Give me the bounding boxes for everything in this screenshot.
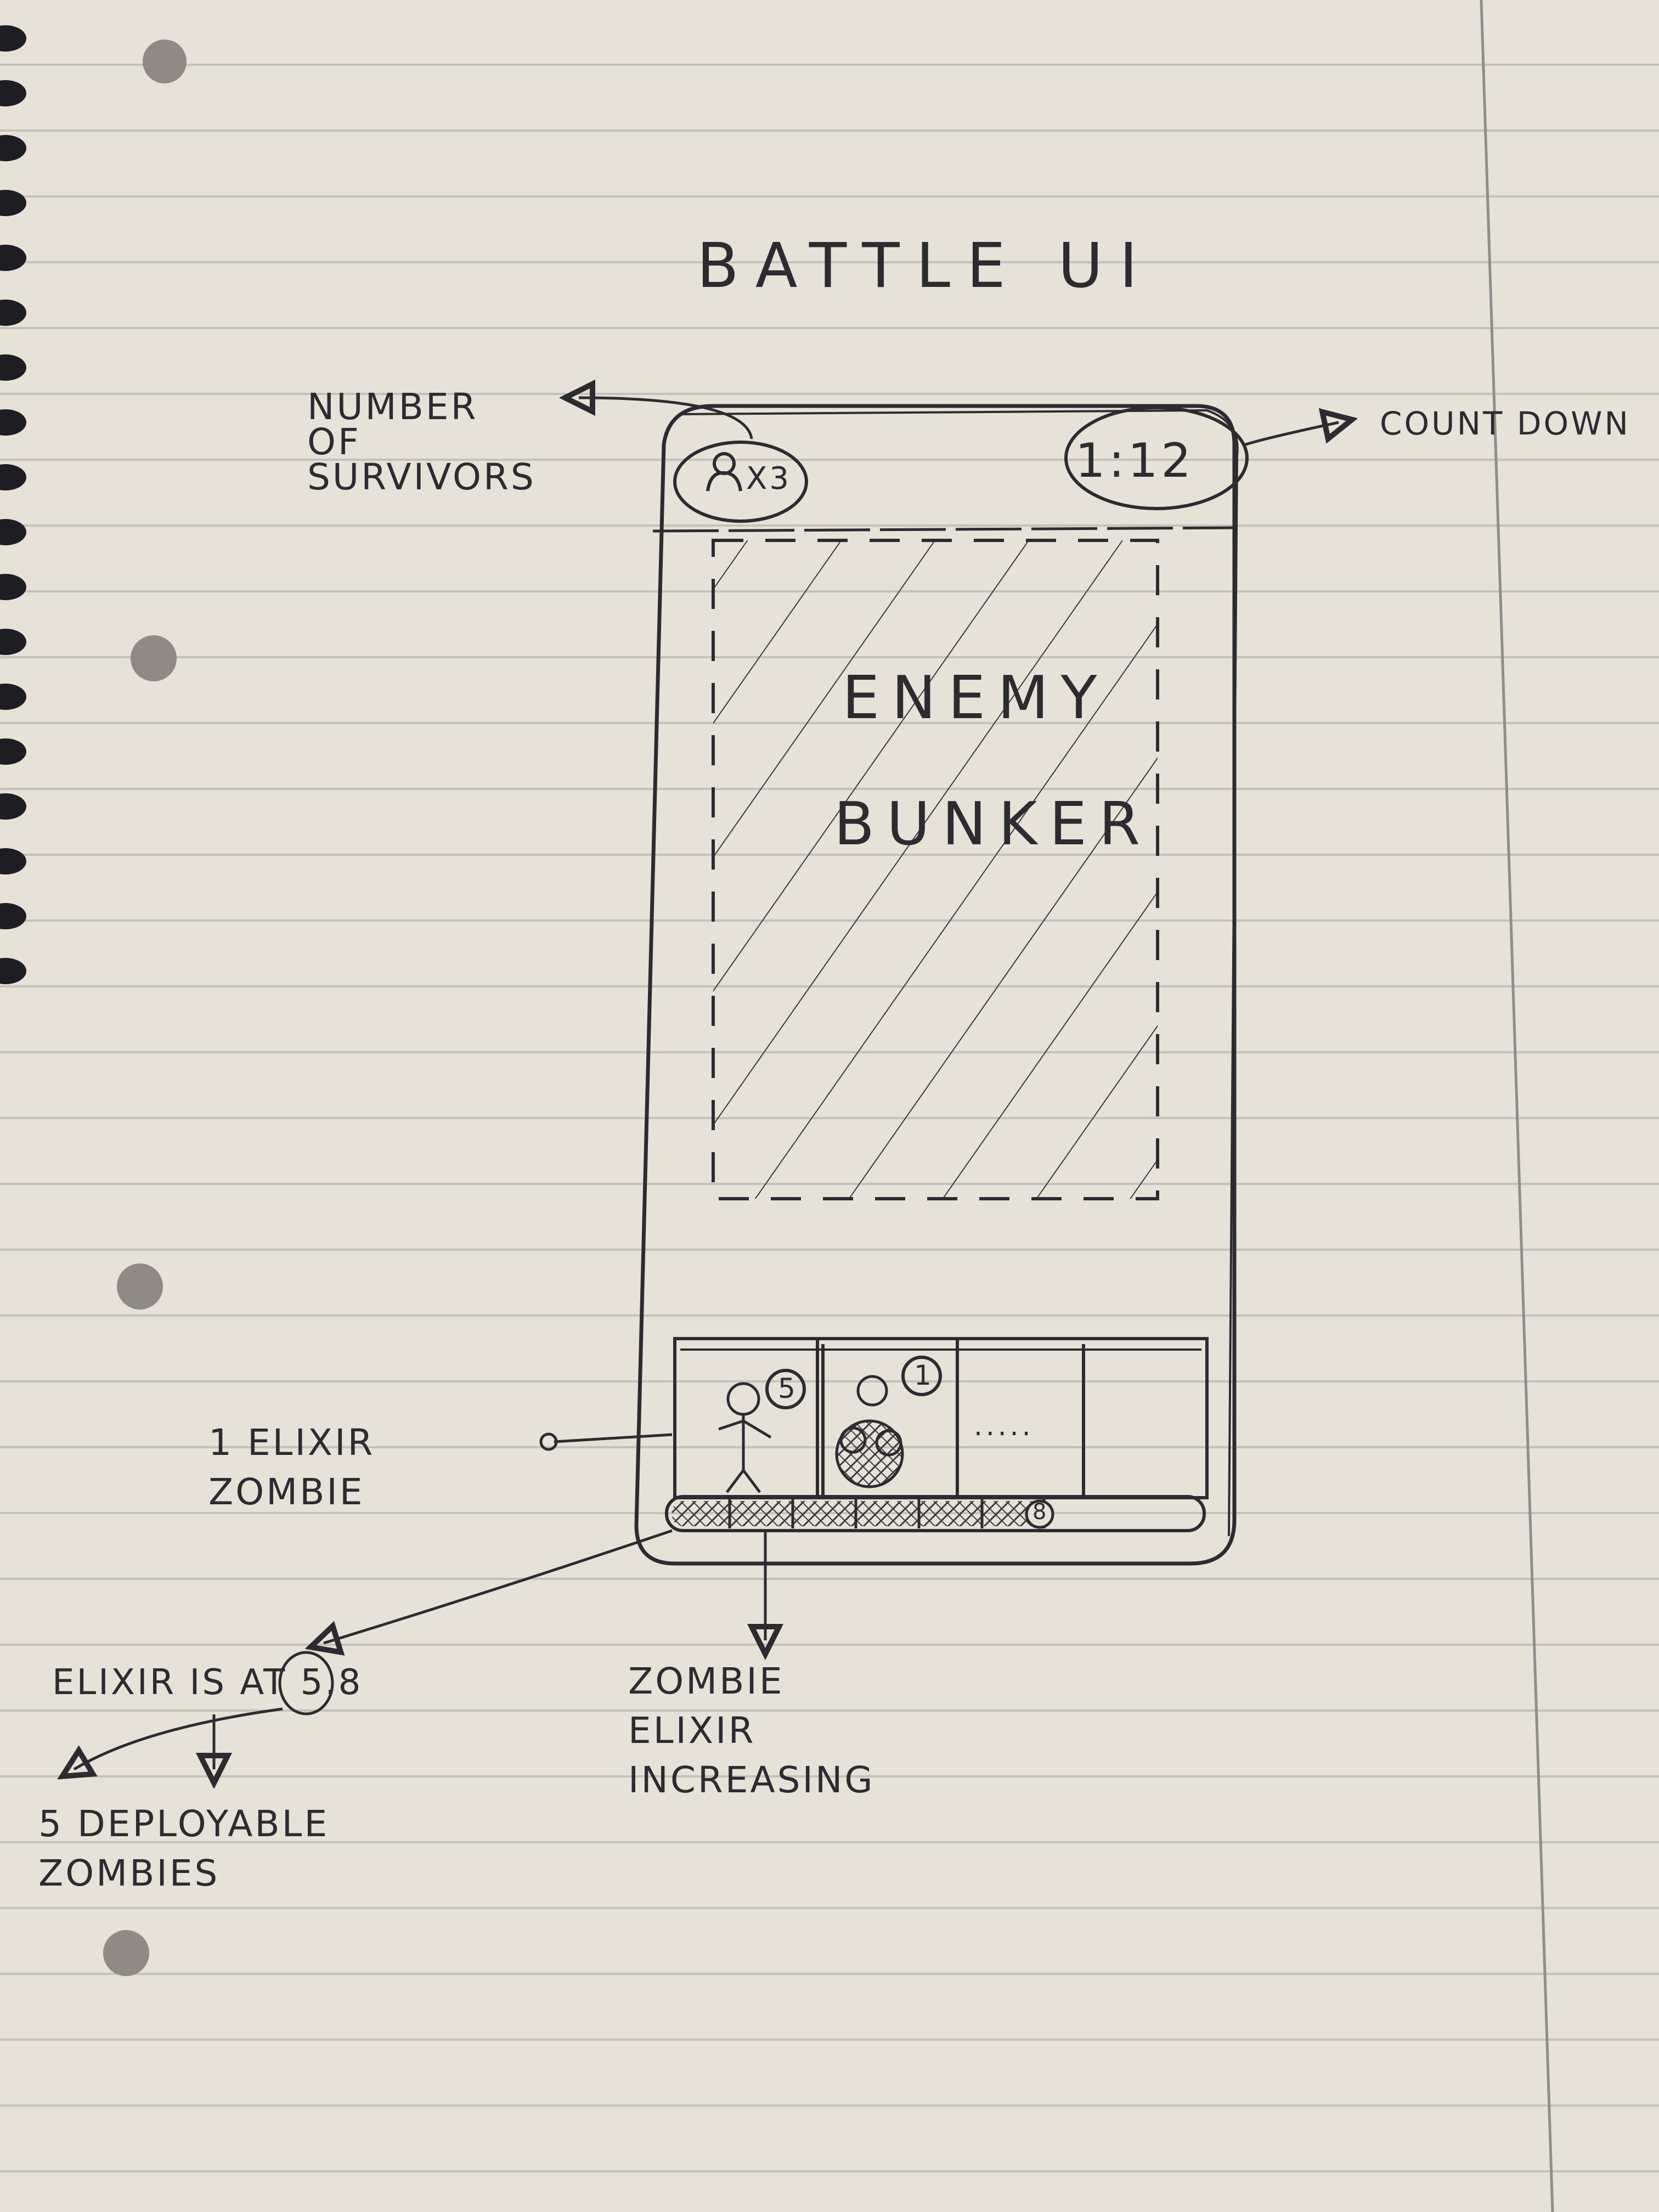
elixir-zombie-annotation-dot <box>539 1432 558 1451</box>
card-cost-badge <box>901 1356 942 1396</box>
survivors-annotation-arrow <box>579 398 753 439</box>
countdown-annotation: COUNT DOWN <box>1380 405 1630 442</box>
elixir-zombie-annotation: 1 ELIXIR ZOMBIE <box>208 1421 375 1513</box>
countdown-timer: 1:12 <box>1075 433 1195 488</box>
survivors-annotation: NUMBER OF SURVIVORS <box>307 386 536 498</box>
punch-holes <box>103 40 187 1976</box>
elixir-marker-value: 8 <box>1032 1499 1047 1525</box>
elixir-bar-frame[interactable] <box>665 1495 1206 1532</box>
survivor-icon <box>706 452 742 492</box>
survivor-count: x3 <box>746 461 791 496</box>
card-cost: 5 <box>778 1373 795 1404</box>
countdown-frame[interactable] <box>1064 406 1249 510</box>
elixir-level-marker <box>1025 1499 1054 1529</box>
elixir-level-annotation: ELIXIR IS AT 5.8 <box>52 1662 363 1703</box>
elixir-bar-annotation: ZOMBIE ELIXIR INCREASING <box>628 1660 875 1801</box>
card-placeholder: ..... <box>974 1410 1034 1442</box>
zombie-deck <box>673 1337 1209 1499</box>
survivor-counter-frame[interactable] <box>673 441 808 523</box>
deployable-annotation: 5 DEPLOYABLE ZOMBIES <box>38 1803 330 1894</box>
enemy-bunker-subtitle: BUNKER <box>834 790 1153 859</box>
phone-frame <box>634 404 1237 1566</box>
countdown-annotation-arrow <box>1242 422 1339 447</box>
spiral-binding <box>0 25 26 984</box>
arena-top-line <box>652 526 1235 533</box>
card-cost-badge <box>765 1369 806 1409</box>
enemy-bunker-zone[interactable] <box>712 539 1159 1200</box>
elixir-bar-fill <box>672 1501 1044 1526</box>
card-cost: 1 <box>914 1359 932 1391</box>
card-dividers <box>816 1339 1085 1498</box>
page-title: BATTLE UI <box>697 230 1154 302</box>
margin-line <box>1480 0 1554 2212</box>
elixir-value-highlight <box>278 1651 334 1716</box>
enemy-bunker-title: ENEMY <box>842 664 1109 732</box>
deployable-annotation-arrow-left <box>74 1707 283 1769</box>
zombie-group-icon <box>835 1375 904 1488</box>
elixir-zombie-annotation-arrow <box>554 1433 673 1443</box>
elixir-level-annotation-arrow <box>324 1529 673 1643</box>
zombie-figure-icon <box>718 1382 772 1493</box>
